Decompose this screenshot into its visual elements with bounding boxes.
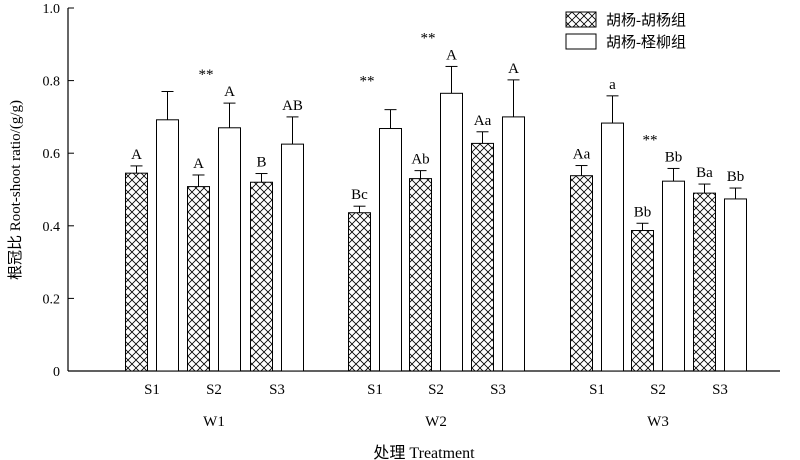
bar-significance-letter: Ab — [411, 152, 429, 168]
significance-stars: ** — [199, 67, 214, 83]
bar-w2-s1-series-1 — [348, 212, 371, 372]
bar-significance-letter: Ba — [696, 165, 713, 181]
x-tick-label-s3: S3 — [490, 382, 506, 398]
bar-w2-s2-series-1 — [409, 178, 432, 372]
legend: 胡杨-胡杨组 胡杨-柽柳组 — [565, 11, 686, 51]
group-label-w1: W1 — [203, 414, 225, 430]
bar-significance-letter: A — [193, 156, 204, 172]
x-tick-label-s1: S1 — [367, 382, 383, 398]
bar-w1-s2-series-2 — [218, 127, 241, 372]
significance-stars: ** — [643, 132, 658, 148]
bar-significance-letter: A — [508, 61, 519, 77]
bar-w1-s1-series-1 — [125, 172, 148, 372]
bar-w3-s1-series-1 — [570, 175, 593, 372]
bar-significance-letter: AB — [282, 98, 303, 114]
bar-w3-s3-series-1 — [693, 192, 716, 372]
bar-w2-s1-series-2 — [379, 128, 402, 372]
y-tick-label: 0 — [53, 365, 60, 380]
legend-swatch-crosshatch — [565, 11, 597, 28]
y-tick-label: 0.8 — [43, 75, 61, 90]
y-tick-label: 1.0 — [43, 2, 61, 17]
significance-stars: ** — [421, 30, 436, 46]
bar-significance-letter: Bb — [727, 169, 745, 185]
x-axis-label: 处理 Treatment — [373, 444, 475, 460]
bar-significance-letter: A — [446, 47, 457, 63]
bar-w2-s3-series-2 — [502, 116, 525, 372]
bar-significance-letter: A — [131, 147, 142, 163]
y-tick-label: 0.4 — [43, 220, 61, 235]
x-tick-label-s3: S3 — [269, 382, 285, 398]
y-tick-label: 0.2 — [43, 292, 61, 307]
x-tick-label-s2: S2 — [650, 382, 666, 398]
bar-w1-s2-series-1 — [187, 186, 210, 372]
bar-significance-letter: A — [224, 84, 235, 100]
bars-layer — [125, 92, 747, 372]
bar-w1-s3-series-1 — [250, 181, 273, 372]
error-bars-layer — [130, 65, 742, 231]
bar-w1-s3-series-2 — [281, 143, 304, 372]
legend-label-series-1: 胡杨-胡杨组 — [606, 12, 686, 29]
bar-significance-letter: Aa — [573, 147, 591, 163]
x-tick-label-s1: S1 — [589, 382, 605, 398]
bar-w3-s2-series-2 — [662, 180, 685, 372]
bar-w3-s1-series-2 — [601, 122, 624, 372]
legend-label-series-2: 胡杨-柽柳组 — [606, 34, 686, 51]
group-label-w2: W2 — [425, 414, 447, 430]
bar-significance-letter: a — [609, 77, 616, 93]
group-label-w3: W3 — [647, 414, 669, 430]
y-tick-label: 0.6 — [43, 147, 61, 162]
x-tick-label-s3: S3 — [712, 382, 728, 398]
axes: 0 0.2 0.4 0.6 0.8 1.0 — [43, 2, 780, 380]
y-axis-label: 根冠比 Root-shoot ratio/(g/g) — [7, 100, 24, 280]
bar-significance-letter: Aa — [474, 113, 492, 129]
x-tick-label-s1: S1 — [144, 382, 160, 398]
bar-w2-s3-series-1 — [471, 142, 494, 372]
bar-significance-letter: Bb — [634, 204, 652, 220]
bar-significance-letter: B — [256, 155, 266, 171]
bar-w3-s3-series-2 — [724, 198, 747, 372]
bar-w1-s1-series-2 — [156, 119, 179, 372]
bar-w3-s2-series-1 — [631, 230, 654, 372]
bar-significance-letter: Bb — [665, 149, 683, 165]
significance-stars: ** — [360, 74, 375, 90]
x-tick-label-s2: S2 — [428, 382, 444, 398]
bar-significance-letter: Bc — [351, 187, 368, 203]
bar-w2-s2-series-2 — [440, 92, 463, 372]
x-tick-label-s2: S2 — [206, 382, 222, 398]
legend-swatch-plain — [565, 33, 597, 50]
